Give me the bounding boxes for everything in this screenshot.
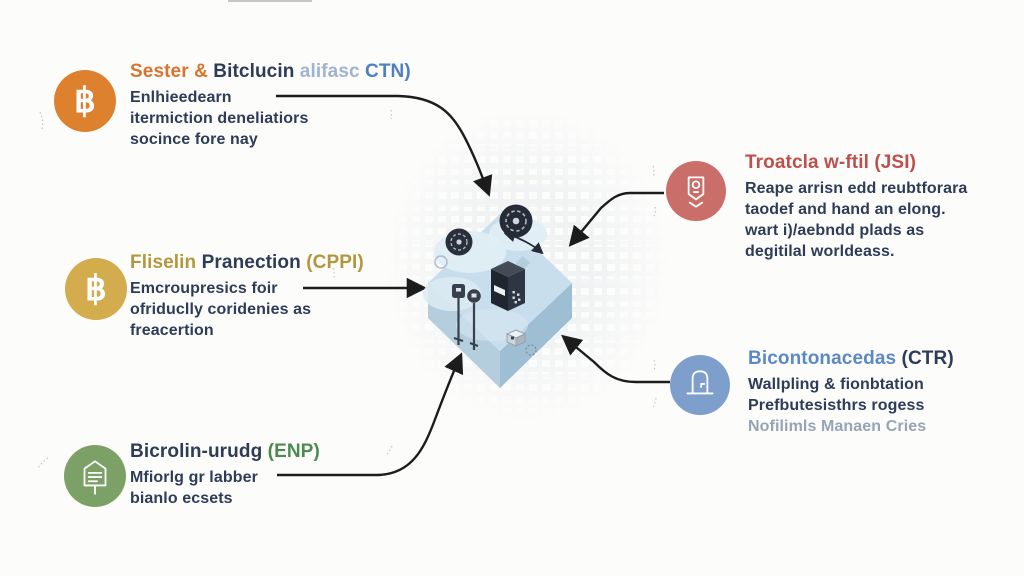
shield-badge-icon: [666, 161, 726, 221]
faint-ring: [434, 255, 448, 269]
bitcoin-coin-icon: ฿: [65, 258, 127, 320]
callout-body-line: bianlo ecsets: [130, 490, 233, 507]
isometric-cube-illustration: [423, 204, 572, 388]
callout-bottom-left: Bicrolin-urudg (ENP) Mfiorlg gr labber b…: [130, 441, 320, 509]
callout-body-line: wart i)/aebndd plads as: [745, 222, 925, 239]
bitcoin-glyph: ฿: [74, 82, 96, 120]
top-edge-mark: [228, 0, 312, 2]
callout-title: Troatcla w-ftil (JSI): [745, 152, 917, 173]
connector-arrows: [276, 94, 670, 477]
trinket-boxes: [505, 329, 537, 356]
tag-document-icon: [64, 445, 126, 507]
arrow-top-right: [568, 191, 664, 247]
callout-title: Bicontonacedas (CTR): [748, 348, 954, 369]
callout-mid-right: Bicontonacedas (CTR) Wallpling & fionbta…: [748, 348, 954, 437]
callout-body-line: Nofilimls Manaen Cries: [748, 418, 927, 435]
callout-body-line: Mfiorlg gr labber: [130, 469, 258, 486]
callout-body-line: Prefbutesisthrs rogess: [748, 397, 925, 414]
callout-body-line: itermiction deneliatiors: [130, 110, 309, 127]
callout-mid-left: Fliselin Pranection (CPPI) Emcroupresics…: [130, 252, 364, 341]
coin-icons: [445, 204, 533, 256]
arrow-mid-right: [561, 334, 670, 384]
callout-body-line: taodef and hand an elong.: [745, 201, 946, 218]
arrow-bottom-left: [277, 352, 464, 477]
signpost-icons: [452, 284, 481, 350]
vault-box-icon: [491, 261, 525, 311]
callout-body-line: degitilal worldeass.: [745, 243, 895, 260]
callout-body-line: freacertion: [130, 322, 214, 339]
callout-title: Sester & Bitclucin alifasc CTN): [130, 61, 411, 82]
callout-title: Bicrolin-urudg (ENP): [130, 441, 320, 462]
callout-top-right: Troatcla w-ftil (JSI) Reape arrisn edd r…: [745, 152, 967, 262]
arch-lock-icon: [670, 355, 730, 415]
decorative-scribbles: [37, 109, 657, 469]
callout-body-line: ofriduclly coridenies as: [130, 301, 312, 318]
callout-body-line: Emcroupresics foir: [130, 280, 278, 297]
bitcoin-glyph: ฿: [85, 270, 107, 308]
exchange-arrow: [503, 230, 544, 255]
callout-title: Fliselin Pranection (CPPI): [130, 252, 364, 273]
callout-body-line: Wallpling & fionbtation: [748, 376, 924, 393]
shield-badge-glyph: [687, 176, 705, 208]
arrow-top-left: [276, 94, 493, 197]
bitcoin-icon: ฿: [54, 70, 116, 132]
callout-body-line: socince fore nay: [130, 131, 258, 148]
callout-body-line: Reape arrisn edd reubtforara: [745, 180, 968, 197]
callout-top-left: Sester & Bitclucin alifasc CTN) Enlhieed…: [130, 61, 411, 150]
tag-document-glyph: [83, 460, 107, 495]
callout-body-line: Enlhieedearn: [130, 89, 232, 106]
arch-lock-glyph: [686, 370, 714, 395]
